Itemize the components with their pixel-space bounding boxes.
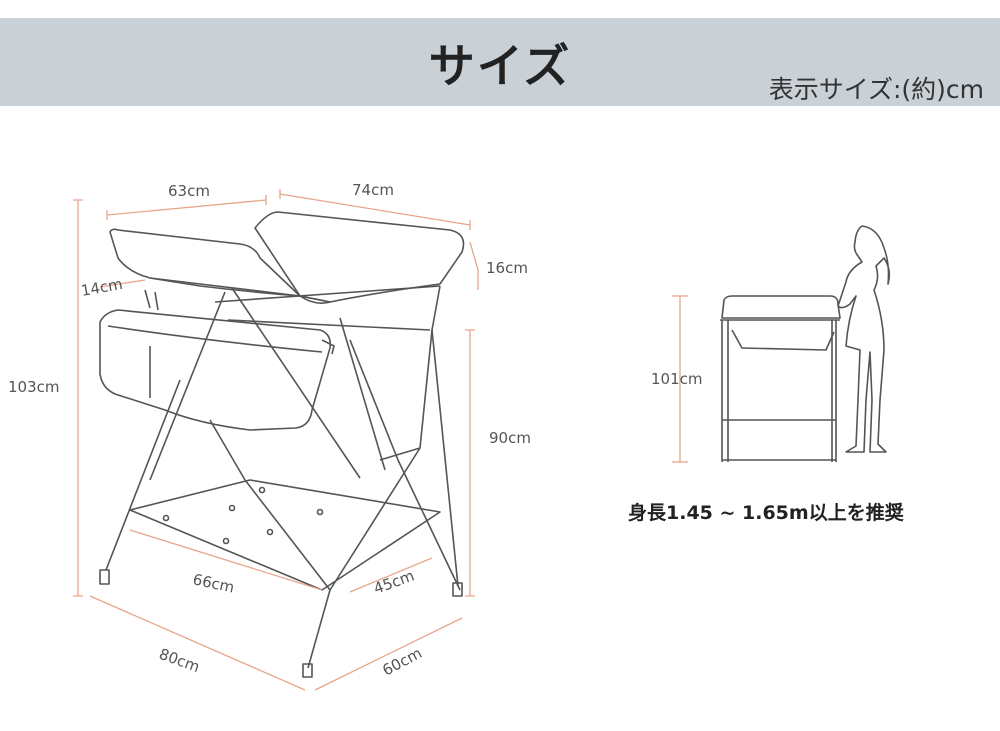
dimension-lines <box>73 189 479 691</box>
dim-shelf-width: 66cm <box>191 570 236 596</box>
dim-tray-depth: 16cm <box>486 259 528 277</box>
dim-base-depth: 60cm <box>379 644 424 680</box>
dim-base-width: 80cm <box>157 645 203 676</box>
dim-total-height: 103cm <box>8 378 60 396</box>
dim-shelf-height: 90cm <box>489 429 531 447</box>
unit-note: 表示サイズ:(約)cm <box>768 75 984 104</box>
header-bar: サイズ 表示サイズ:(約)cm <box>0 18 1000 106</box>
height-recommendation: 身長1.45 ~ 1.65m以上を推奨 <box>628 502 904 524</box>
dim-top-left-width: 63cm <box>168 182 210 200</box>
dim-shelf-depth: 45cm <box>371 566 417 597</box>
dim-basket-offset: 14cm <box>80 275 124 300</box>
side-dimension-lines <box>672 295 688 463</box>
dim-side-height: 101cm <box>651 370 703 388</box>
changing-table-drawing <box>99 211 465 678</box>
page-title: サイズ <box>428 39 572 93</box>
side-view-drawing <box>720 225 891 462</box>
dim-top-right-width: 74cm <box>352 181 394 199</box>
